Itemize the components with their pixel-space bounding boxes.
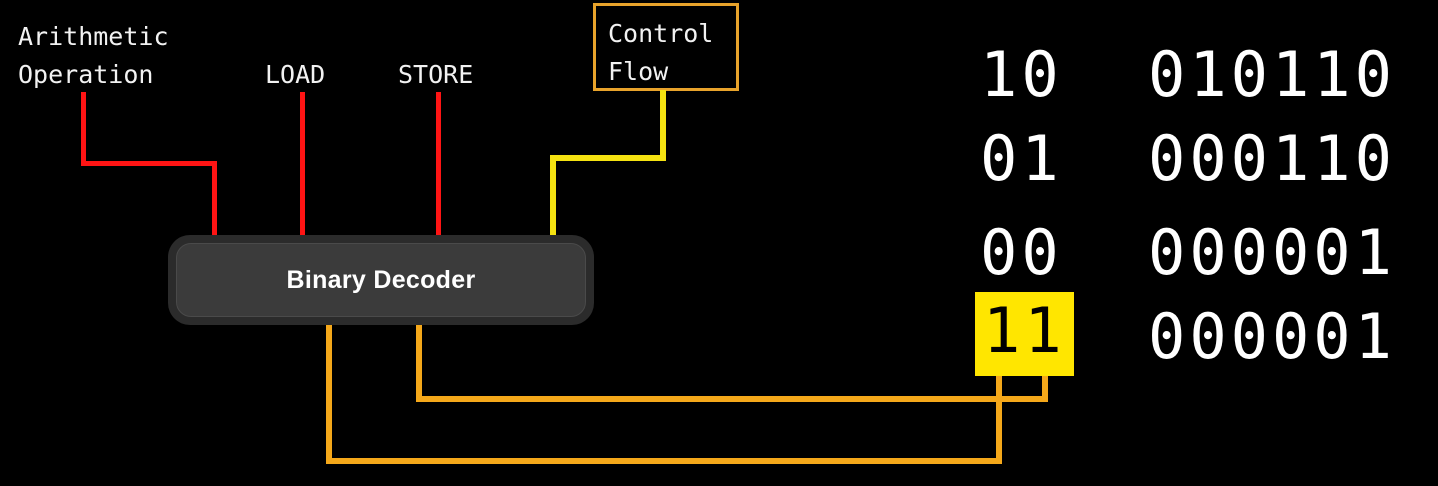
wire-feedback-lower-vertical-right <box>996 370 1002 464</box>
wire-feedback-upper-horizontal <box>416 396 1048 402</box>
label-load: LOAD <box>265 60 326 89</box>
binary-decoder-block[interactable]: Binary Decoder <box>168 235 594 325</box>
binary-decoder-panel: Binary Decoder <box>176 243 586 317</box>
wire-load <box>300 92 305 237</box>
opcode-value-3-highlighted[interactable]: 11 <box>975 292 1074 376</box>
wire-arithmetic-vertical-b <box>212 161 217 237</box>
label-arithmetic-operation: Arithmetic Operation <box>18 22 169 89</box>
opcode-value-2: 00 <box>980 216 1063 289</box>
wire-feedback-lower-horizontal <box>326 458 1002 464</box>
binary-value-0: 010110 <box>1148 38 1396 111</box>
control-flow-box: Control Flow <box>593 3 739 91</box>
wire-feedback-upper-vertical-left <box>416 325 422 402</box>
binary-decoder-label: Binary Decoder <box>286 265 476 294</box>
wire-control-flow-horizontal <box>550 155 666 161</box>
wire-control-flow-vertical-a <box>660 90 666 161</box>
label-control-flow: Control Flow <box>608 19 714 86</box>
binary-value-2: 000001 <box>1148 216 1396 289</box>
wire-control-flow-vertical-b <box>550 155 556 240</box>
wire-arithmetic-vertical-a <box>81 92 86 166</box>
wire-feedback-lower-vertical-left <box>326 325 332 464</box>
wire-arithmetic-horizontal <box>81 161 217 166</box>
binary-value-1: 000110 <box>1148 122 1396 195</box>
wire-feedback-upper-vertical-right <box>1042 370 1048 402</box>
label-store: STORE <box>398 60 474 89</box>
opcode-value-0: 10 <box>980 38 1063 111</box>
opcode-value-1: 01 <box>980 122 1063 195</box>
wire-store <box>436 92 441 237</box>
binary-value-3: 000001 <box>1148 300 1396 373</box>
